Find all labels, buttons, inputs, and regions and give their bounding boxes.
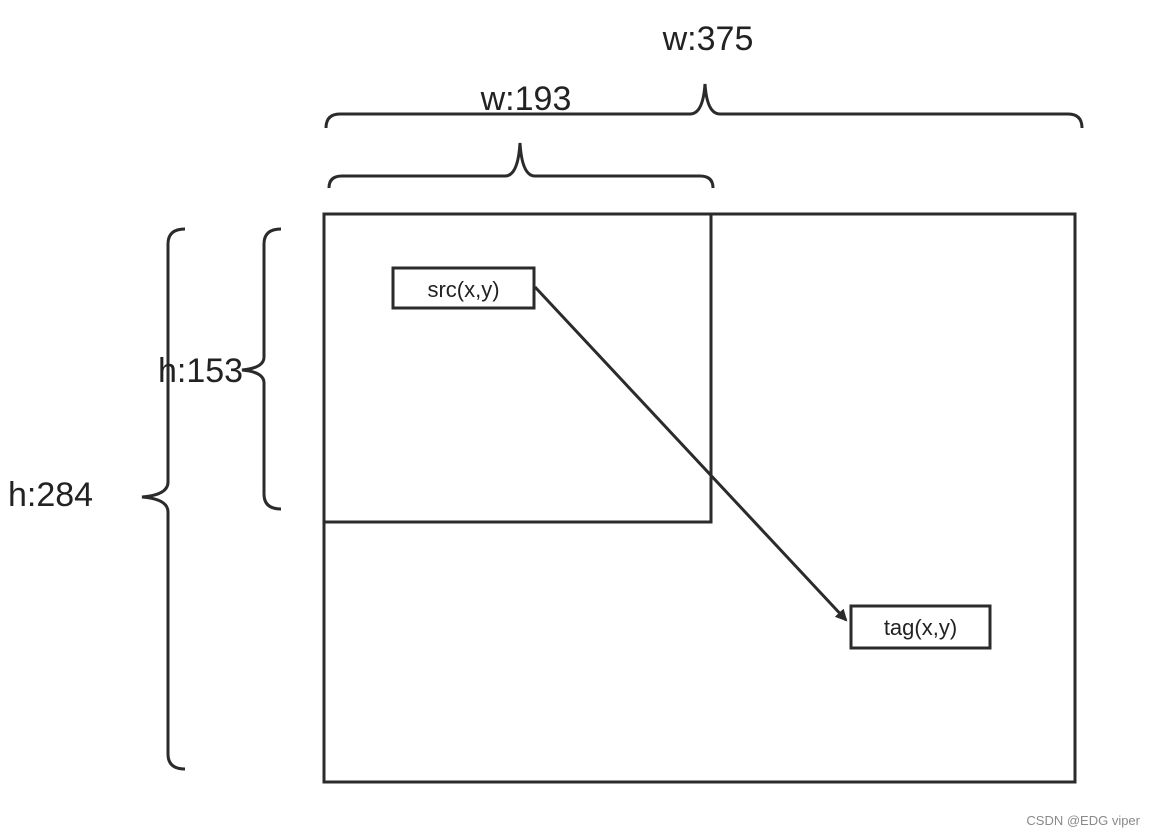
inner-width-label: w:193 bbox=[480, 80, 572, 118]
source-box bbox=[391, 266, 536, 310]
move-arrow bbox=[533, 285, 848, 622]
target-box bbox=[849, 604, 992, 650]
inner-rect bbox=[322, 212, 713, 524]
target-label: tag(x,y) bbox=[884, 615, 957, 640]
outer-width-label: w:375 bbox=[662, 20, 754, 58]
outer-height-brace bbox=[141, 227, 186, 771]
inner-height-label: h:153 bbox=[158, 352, 243, 390]
inner-width-brace bbox=[327, 142, 715, 189]
source-label: src(x,y) bbox=[427, 277, 499, 302]
outer-width-brace bbox=[324, 83, 1084, 129]
inner-height-brace bbox=[241, 227, 282, 511]
watermark: CSDN @EDG viper bbox=[1026, 813, 1140, 828]
outer-height-label: h:284 bbox=[8, 476, 93, 514]
